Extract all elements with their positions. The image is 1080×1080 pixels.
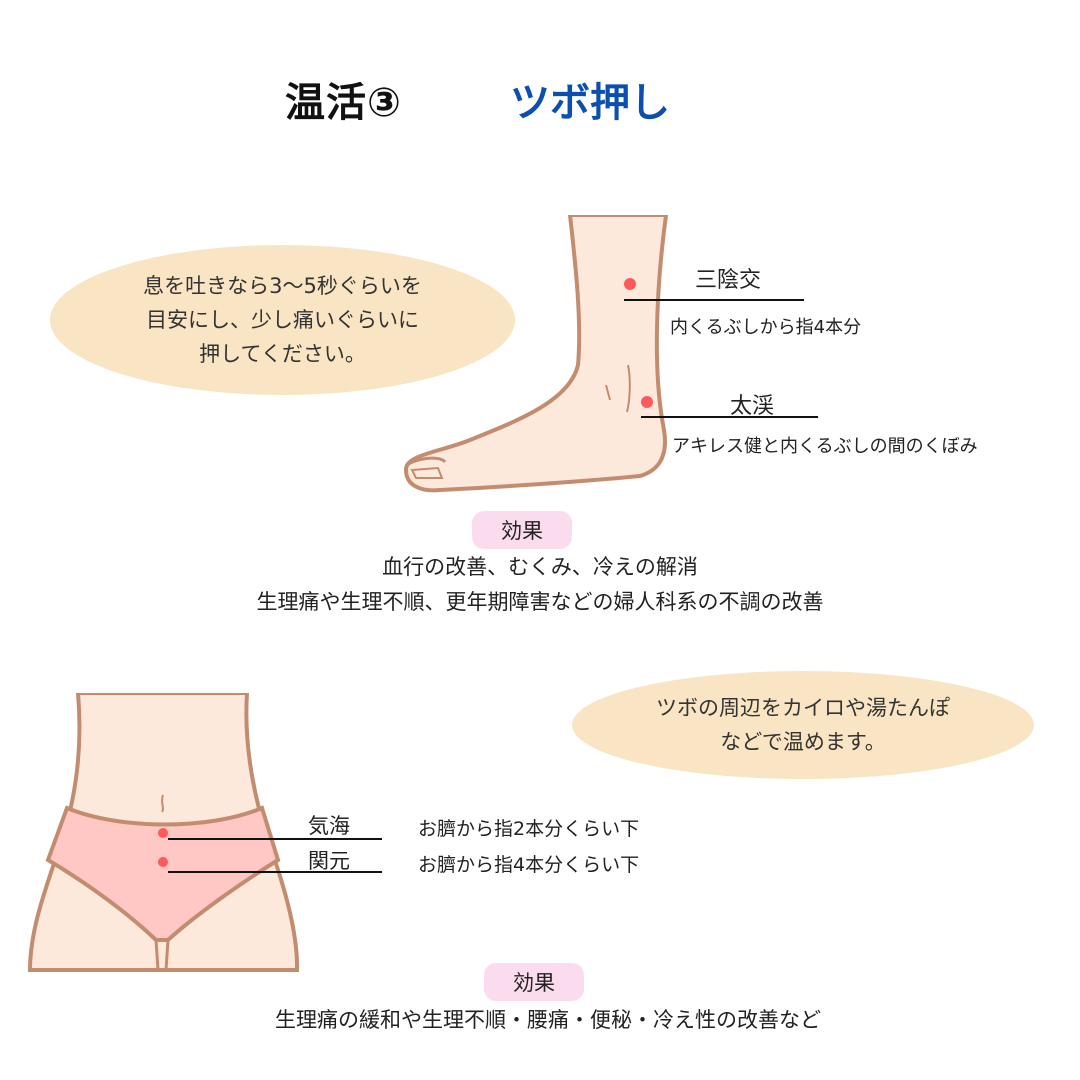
bubble-line: 息を吐きなら3〜5秒ぐらいを bbox=[143, 274, 422, 298]
bubble-line: 目安にし、少し痛いぐらいに bbox=[145, 308, 419, 332]
effect-list: 血行の改善、むくみ、冷えの解消 生理痛や生理不順、更年期障害などの婦人科系の不調… bbox=[0, 550, 1080, 620]
point-description: アキレス健と内くるぶしの間のくぼみ bbox=[672, 436, 978, 457]
effect-item: 生理痛や生理不順、更年期障害などの婦人科系の不調の改善 bbox=[256, 590, 824, 614]
acupoint-sanyinjiao bbox=[624, 278, 636, 290]
page-subtitle: ツボ押し bbox=[510, 80, 670, 126]
bubble-line: 押してください。 bbox=[199, 342, 366, 366]
leader-line bbox=[168, 838, 382, 840]
leader-line bbox=[641, 416, 818, 418]
acupoint-kikai bbox=[158, 828, 168, 838]
leader-line bbox=[168, 871, 382, 873]
point-description: お臍から指4本分くらい下 bbox=[418, 854, 640, 876]
instruction-bubble: 息を吐きなら3〜5秒ぐらいを目安にし、少し痛いぐらいに押してください。 bbox=[50, 245, 515, 395]
page-title: 温活③ bbox=[285, 80, 402, 126]
effect-item: 血行の改善、むくみ、冷えの解消 bbox=[382, 555, 698, 579]
foot-illustration bbox=[404, 205, 672, 493]
effect-badge: 効果 bbox=[484, 963, 584, 1001]
point-description: お臍から指2本分くらい下 bbox=[418, 818, 640, 840]
leader-line bbox=[624, 299, 804, 301]
torso-illustration bbox=[27, 683, 300, 972]
point-label: 関元 bbox=[308, 849, 350, 873]
point-label: 太渓 bbox=[730, 394, 775, 419]
effect-list: 生理痛の緩和や生理不順・腰痛・便秘・冷え性の改善など bbox=[8, 1003, 1080, 1038]
point-label: 気海 bbox=[308, 814, 350, 838]
bubble-line: などで温めます。 bbox=[720, 730, 886, 754]
acupoint-kangen bbox=[158, 857, 168, 867]
instruction-bubble: ツボの周辺をカイロや湯たんぽなどで温めます。 bbox=[572, 671, 1034, 779]
point-label: 三陰交 bbox=[695, 268, 762, 293]
point-description: 内くるぶしから指4本分 bbox=[670, 317, 862, 338]
bubble-line: ツボの周辺をカイロや湯たんぽ bbox=[656, 696, 950, 720]
effect-badge: 効果 bbox=[472, 511, 572, 549]
effect-item: 生理痛の緩和や生理不順・腰痛・便秘・冷え性の改善など bbox=[275, 1008, 821, 1032]
acupoint-taixi bbox=[641, 396, 653, 408]
